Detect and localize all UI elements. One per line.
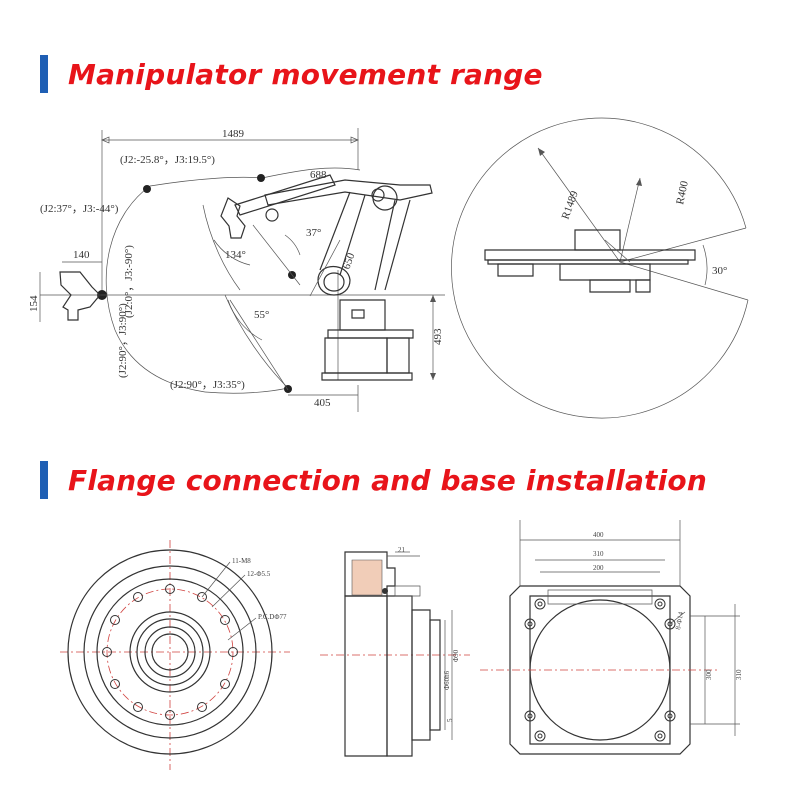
label-pose-left: (J2:37°，J3:-44°) xyxy=(40,203,119,215)
label-pose-mid: (J2:0°，J3:-90°) xyxy=(123,245,135,318)
flange-side-view: 21 Φ60h6 Φ90 5 xyxy=(320,546,470,757)
angle-37: 37° xyxy=(306,227,321,239)
callout-pcd77: P.C.DΦ77 xyxy=(258,613,287,621)
dim-154: 154 xyxy=(28,295,40,312)
dim-5: 5 xyxy=(446,718,454,722)
angle-30: 30° xyxy=(712,265,727,277)
label-pose-top: (J2:-25.8°，J3:19.5°) xyxy=(120,154,215,166)
dim-493: 493 xyxy=(432,328,444,345)
section-header-flange: Flange connection and base installation xyxy=(40,458,707,502)
dim-d90: Φ90 xyxy=(452,649,460,662)
label-pose-bottom: (J2:90°，J3:35°) xyxy=(170,379,245,391)
section-title-movement: Manipulator movement range xyxy=(68,57,543,91)
accent-bar xyxy=(40,55,48,93)
side-range-view: 1489 140 154 xyxy=(28,128,445,412)
top-range-view: R1489 R400 30° xyxy=(451,117,749,419)
dim-d60: Φ60h6 xyxy=(443,670,451,690)
dim-21: 21 xyxy=(398,546,406,554)
angle-134: 134° xyxy=(225,249,246,261)
dim-w400: 400 xyxy=(593,531,604,539)
dim-650: 650 xyxy=(341,251,358,271)
dim-688: 688 xyxy=(310,169,327,181)
dim-w200: 200 xyxy=(593,564,604,572)
label-pose-low: (J2:90°，J3:90°) xyxy=(117,303,129,378)
base-plate-view: 400 310 200 8-Φ14 300 310 xyxy=(480,520,743,755)
dim-w310: 310 xyxy=(593,550,604,558)
accent-bar xyxy=(40,461,48,499)
dim-140: 140 xyxy=(73,249,90,261)
dim-r400: R400 xyxy=(674,179,691,205)
callout-11-m8: 11-M8 xyxy=(232,557,251,565)
dim-405: 405 xyxy=(314,397,331,409)
angle-55: 55° xyxy=(254,309,269,321)
dim-h310: 310 xyxy=(735,669,743,680)
callout-bolts: 8-Φ14 xyxy=(674,611,685,631)
dim-h300: 300 xyxy=(705,669,713,680)
dim-reach: 1489 xyxy=(222,128,245,140)
section-title-flange: Flange connection and base installation xyxy=(68,463,708,497)
dim-r1489: R1489 xyxy=(560,189,581,221)
section-header-movement: Manipulator movement range xyxy=(40,52,543,96)
flange-front-view: 11-M8 12-Φ5.5 P.C.DΦ77 xyxy=(60,540,290,770)
callout-12-d55: 12-Φ5.5 xyxy=(247,570,271,578)
